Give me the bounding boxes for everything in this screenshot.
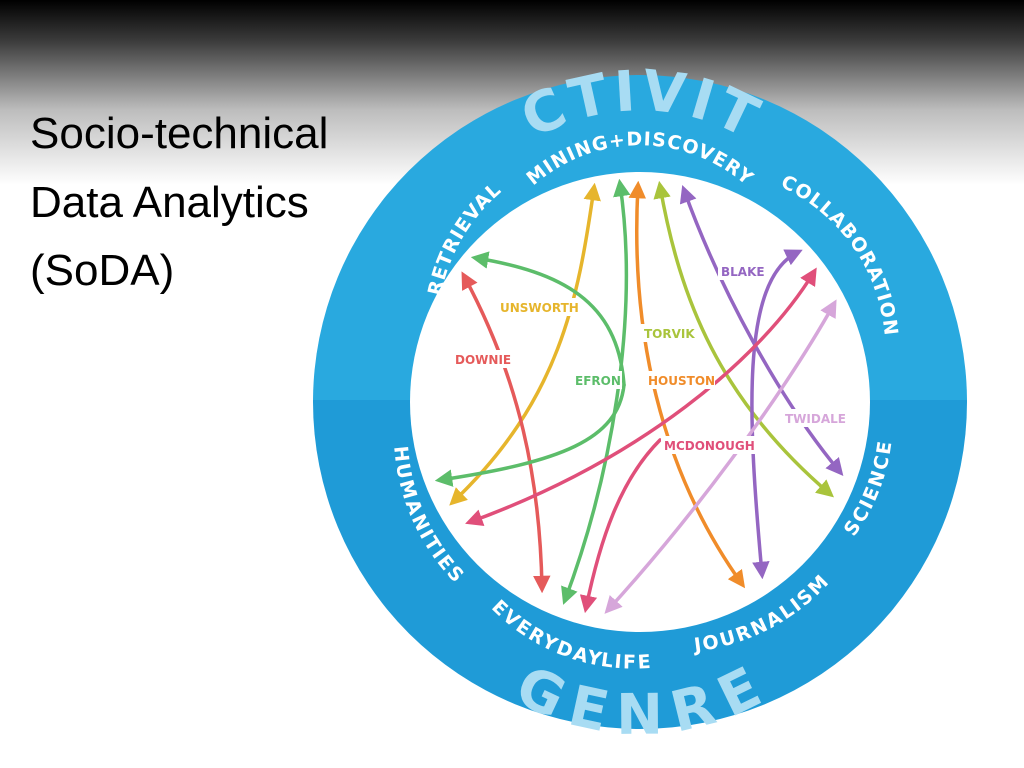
slide-title-line-2: Data Analytics xyxy=(30,177,309,227)
slide-title-line-1: Socio-technical xyxy=(30,109,329,158)
label-bg-downie xyxy=(452,350,512,368)
label-bg-twidale xyxy=(782,409,850,427)
label-torvik: TORVIK xyxy=(644,327,695,341)
arrow-mcdonough-everyday xyxy=(579,438,662,614)
label-twidale: TWIDALE xyxy=(785,412,846,426)
label-efron: EFRON xyxy=(575,374,621,388)
label-bg-houston xyxy=(645,371,715,389)
label-downie: DOWNIE xyxy=(455,353,511,367)
genre-life: LIFE xyxy=(600,649,653,674)
label-bg-unsworth xyxy=(497,298,579,316)
inner-disc xyxy=(410,172,870,632)
label-mcdonough: MCDONOUGH xyxy=(664,439,755,453)
label-bg-blake xyxy=(718,262,768,280)
slide-title: Socio-technical Data Analytics (SoDA) xyxy=(30,100,390,306)
slide-title-line-3: (SoDA) xyxy=(30,246,175,296)
label-unsworth: UNSWORTH xyxy=(500,301,579,315)
label-bg-torvik xyxy=(641,324,695,342)
label-blake: BLAKE xyxy=(721,265,765,279)
label-bg-efron xyxy=(572,371,622,389)
label-bg-mcdonough xyxy=(661,436,755,454)
label-houston: HOUSTON xyxy=(648,374,715,388)
arrow-mcdonough-humanities xyxy=(465,267,817,527)
